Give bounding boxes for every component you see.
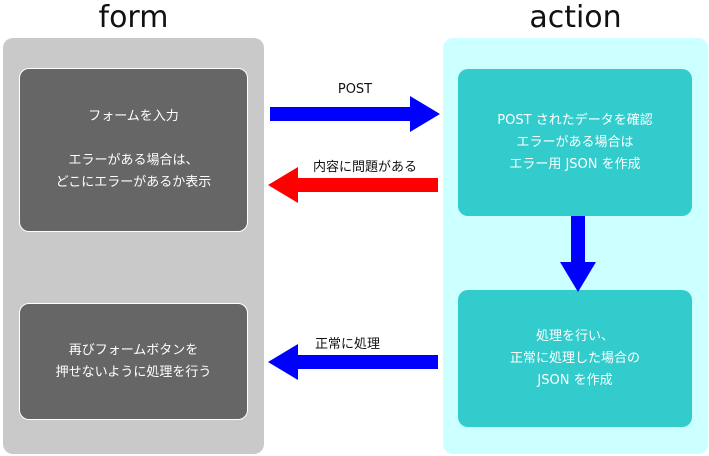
box-text-line: 処理を行い、 (535, 328, 614, 344)
action-column-title: action (529, 0, 622, 35)
form-input-box: フォームを入力 エラーがある場合は、 どこにエラーがあるか表示 (19, 68, 248, 232)
box-text-line: どこにエラーがあるか表示 (55, 175, 212, 190)
post-arrow-label: POST (337, 82, 373, 97)
box-text-line: JSON を作成 (537, 372, 613, 388)
validate-post-box: POST されたデータを確認 エラーがある場合は エラー用 JSON を作成 (458, 69, 692, 216)
box-text-line: 正常に処理した場合の (509, 350, 640, 366)
form-column-title: form (98, 0, 169, 35)
down-arrow (560, 216, 596, 292)
success-arrow (268, 344, 438, 380)
box-text-line: 押せないように処理を行う (55, 364, 212, 380)
process-success-box: 処理を行い、 正常に処理した場合の JSON を作成 (458, 290, 692, 427)
box-text-line: エラーがある場合は、 (68, 153, 199, 168)
box-text-line: POST されたデータを確認 (497, 112, 653, 128)
error-arrow (268, 167, 438, 203)
box-text-line: エラー用 JSON を作成 (509, 156, 641, 172)
box-text-line: 再びフォームボタンを (68, 342, 199, 358)
box-text-line: エラーがある場合は (516, 134, 634, 150)
prevent-resubmit-box: 再びフォームボタンを 押せないように処理を行う (19, 303, 248, 420)
box-text-line: フォームを入力 (88, 109, 179, 124)
post-arrow (270, 96, 440, 132)
error-arrow-label: 内容に問題がある (312, 160, 417, 175)
success-arrow-label: 正常に処理 (314, 337, 380, 352)
